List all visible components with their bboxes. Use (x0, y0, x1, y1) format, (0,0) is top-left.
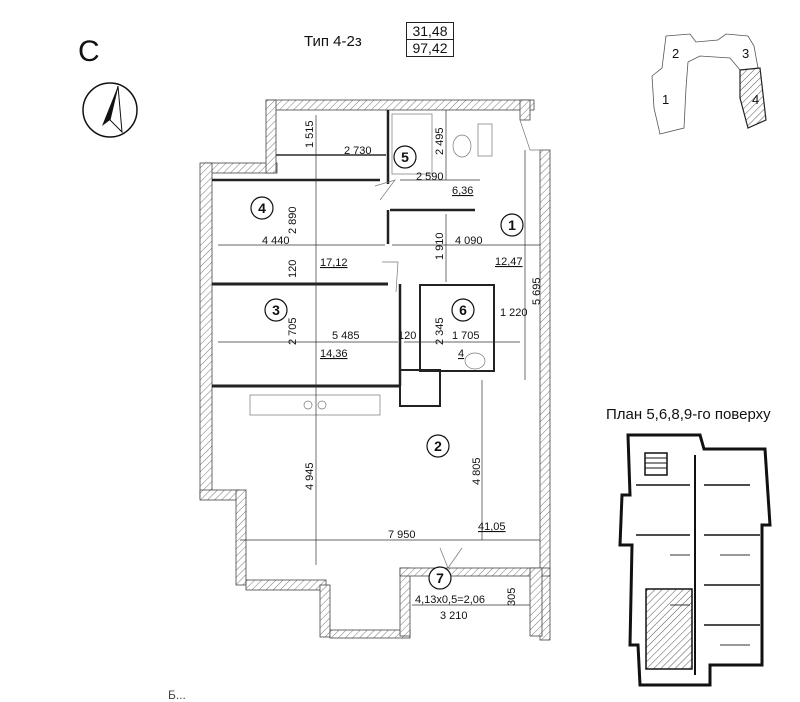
dim-1515: 1 515 (304, 120, 316, 148)
dim-1220: 1 220 (500, 307, 528, 319)
dim-120b: 120 (398, 330, 416, 342)
fixtures (249, 113, 545, 569)
dim-5695: 5 695 (531, 277, 543, 305)
dim-3210: 3 210 (440, 610, 468, 622)
dim-2495: 2 495 (434, 127, 446, 155)
room-1-marker: 1 (500, 213, 524, 237)
apartment-type-label: Тип 4-2з (304, 33, 362, 50)
room-2-area: 41,05 (478, 521, 506, 533)
footer-text: Б... (168, 688, 186, 702)
outer-walls (199, 99, 551, 641)
dim-120a: 120 (287, 260, 299, 278)
dim-4440: 4 440 (262, 235, 290, 247)
room-2-number: 2 (434, 438, 442, 454)
compass-icon (82, 82, 138, 138)
dim-4945: 4 945 (304, 462, 316, 490)
room-4-number: 4 (258, 200, 266, 216)
key-plan-section-2: 2 (672, 46, 679, 61)
dim-4805: 4 805 (471, 457, 483, 485)
room-4-area: 17,12 (320, 257, 348, 269)
dim-4090: 4 090 (455, 235, 483, 247)
floor-plan-title: План 5,6,8,9-го поверху (606, 406, 771, 423)
dim-5485: 5 485 (332, 330, 360, 342)
room-3-marker: 3 (264, 298, 288, 322)
room-7-marker: 7 (428, 566, 452, 590)
room-7-area: 4,13x0,5=2,06 (415, 594, 485, 606)
room-7-number: 7 (436, 570, 444, 586)
dimension-lines (218, 110, 540, 606)
key-plan-section-4: 4 (752, 92, 759, 107)
room-3-area: 14,36 (320, 348, 348, 360)
dim-7950: 7 950 (388, 529, 416, 541)
dim-2730: 2 730 (344, 145, 372, 157)
room-3-number: 3 (272, 302, 280, 318)
apartment-floor-plan: 1 2 3 4 5 6 7 12,47 41,05 14,36 17,12 6,… (199, 99, 551, 641)
room-1-area: 12,47 (495, 256, 523, 268)
room-6-number: 6 (459, 302, 467, 318)
dim-1705: 1 705 (452, 330, 480, 342)
room-4-marker: 4 (250, 196, 274, 220)
room-1-number: 1 (508, 217, 516, 233)
room-5-marker: 5 (393, 145, 417, 169)
building-key-plan: 1 2 3 4 (651, 33, 767, 135)
compass-letter: С (78, 35, 100, 68)
room-2-marker: 2 (426, 434, 450, 458)
floor-key-plan (618, 433, 772, 687)
dim-2890: 2 890 (287, 206, 299, 234)
key-plan-section-1: 1 (662, 92, 669, 107)
total-area-box: 97,42 (406, 39, 454, 57)
dim-2705: 2 705 (287, 317, 299, 345)
room-6-marker: 6 (451, 298, 475, 322)
dim-305: 305 (506, 588, 518, 606)
room-6-area: 4 (458, 348, 464, 360)
dim-2345: 2 345 (434, 317, 446, 345)
room-5-area: 6,36 (452, 185, 473, 197)
key-plan-section-3: 3 (742, 46, 749, 61)
dim-2590: 2 590 (416, 171, 444, 183)
room-5-number: 5 (401, 149, 409, 165)
dim-1910: 1 910 (434, 232, 446, 260)
